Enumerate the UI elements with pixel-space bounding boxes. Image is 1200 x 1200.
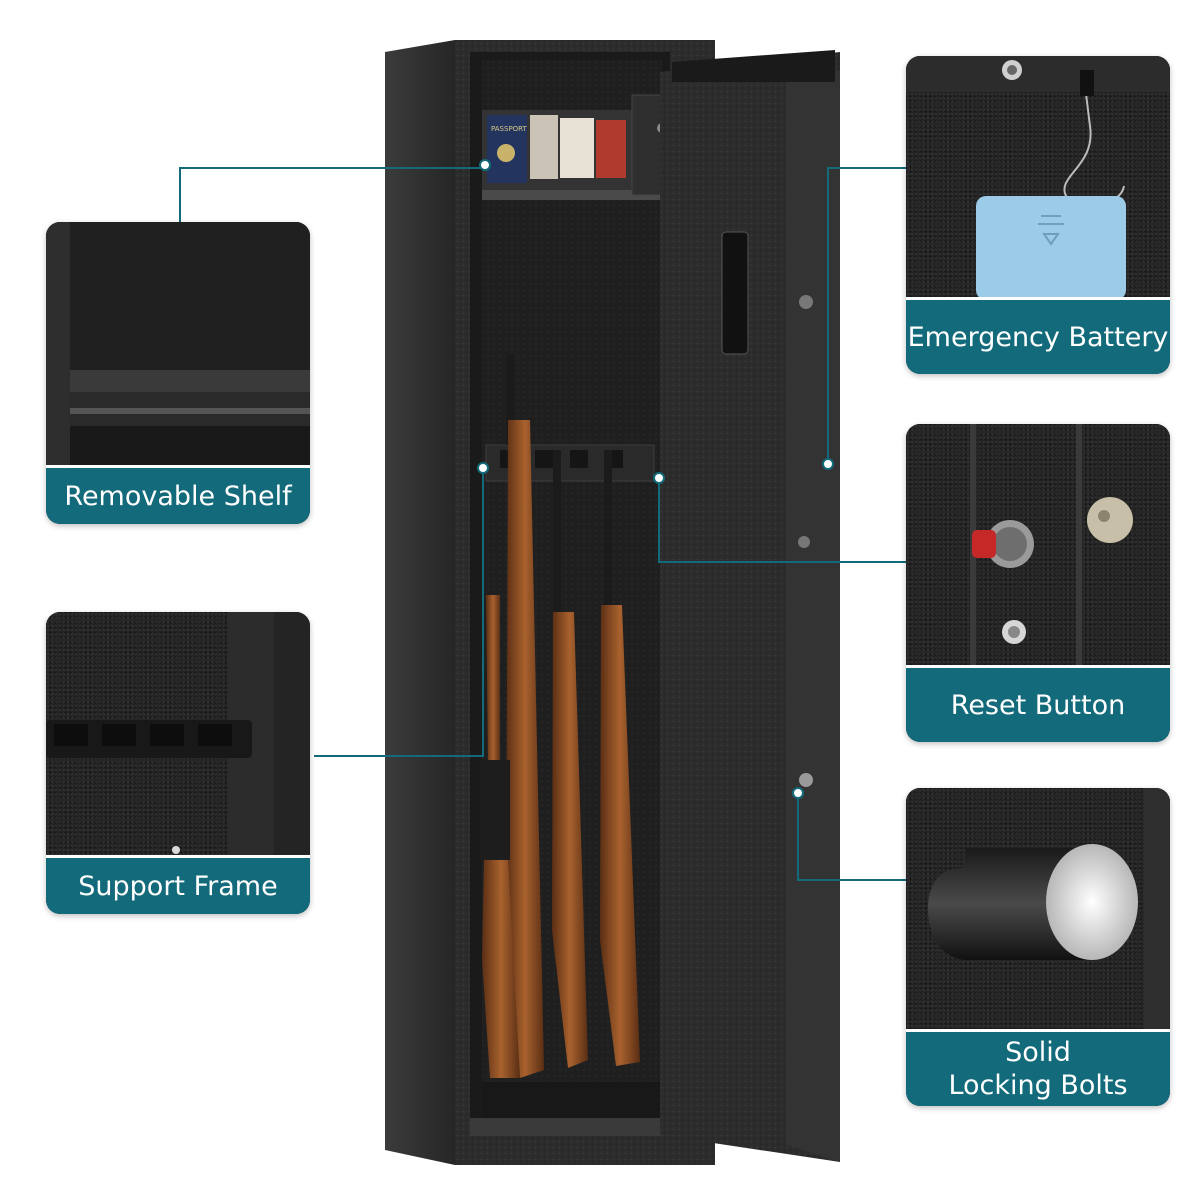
emergency-battery-label-box: Emergency Battery xyxy=(906,297,1170,374)
rifle-stock xyxy=(552,612,588,1068)
support-frame-photo xyxy=(46,612,310,858)
reset-button-hole xyxy=(799,295,813,309)
reset-button-callout: Reset Button xyxy=(906,424,1170,742)
support-frame-label-box: Support Frame xyxy=(46,855,310,914)
safe-door xyxy=(660,50,840,1162)
reset-button-icon xyxy=(972,530,996,558)
emergency-battery-photo xyxy=(906,56,1170,300)
reset-button-label: Reset Button xyxy=(950,689,1126,721)
support-frame-callout: Support Frame xyxy=(46,612,310,914)
connector-dots xyxy=(477,159,834,799)
passport-text: PASSPORT xyxy=(491,125,528,133)
removable-shelf-photo xyxy=(46,222,310,468)
emergency-battery-label: Emergency Battery xyxy=(907,321,1169,353)
removable-shelf-label: Removable Shelf xyxy=(64,480,292,512)
reset-button-label-box: Reset Button xyxy=(906,665,1170,742)
locking-bolts-label: Solid Locking Bolts xyxy=(948,1037,1128,1101)
reset-button-photo xyxy=(906,424,1170,668)
rifles xyxy=(480,355,640,1078)
battery-icon xyxy=(976,196,1126,300)
locking-bolts-photo xyxy=(906,788,1170,1032)
rifle-stock xyxy=(506,420,544,1078)
removable-shelf-label-box: Removable Shelf xyxy=(46,465,310,524)
rifle-barrel xyxy=(506,355,514,445)
locking-bolts-callout: Solid Locking Bolts xyxy=(906,788,1170,1106)
door-handle xyxy=(721,231,749,355)
locking-bolts-label-box: Solid Locking Bolts xyxy=(906,1029,1170,1106)
rifle-stock xyxy=(600,605,640,1066)
rifle-stock xyxy=(482,860,520,1078)
emergency-battery-callout: Emergency Battery xyxy=(906,56,1170,374)
support-frame-label: Support Frame xyxy=(78,870,278,902)
removable-shelf-callout: Removable Shelf xyxy=(46,222,310,524)
